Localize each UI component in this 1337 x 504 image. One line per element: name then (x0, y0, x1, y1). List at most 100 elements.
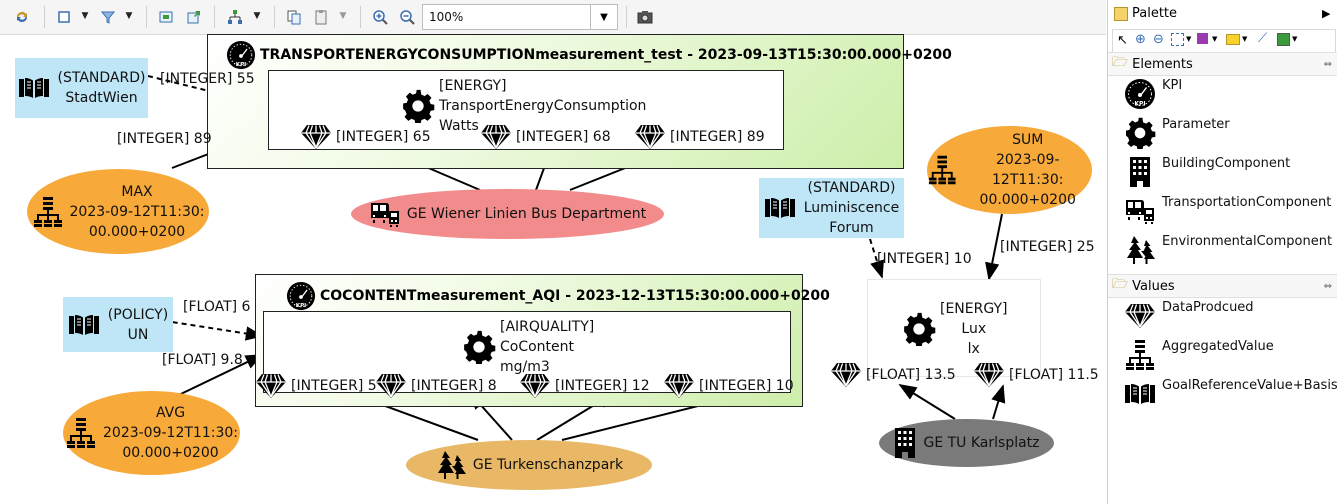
diamond-icon (300, 124, 332, 150)
palette-item-transportation[interactable]: TransportationComponent (1124, 195, 1331, 227)
kpi-icon (286, 281, 316, 311)
value-node[interactable]: [INTEGER] 10 (663, 373, 794, 399)
component-park[interactable]: GE Turkenschanzpark (406, 440, 652, 490)
zoom-select[interactable]: 100% ▼ (422, 4, 618, 30)
edge-label: [INTEGER] 55 (160, 71, 255, 87)
zoom-in-icon[interactable]: ⊕ (1135, 32, 1146, 47)
connection-icon[interactable] (1197, 33, 1208, 44)
note-icon[interactable] (1226, 34, 1240, 45)
palette-section-elements[interactable]: 🗁 Elements ⇔ (1108, 52, 1337, 76)
layout-icon[interactable] (225, 7, 245, 27)
edge-tu-v135 (898, 384, 956, 420)
link-icon[interactable]: ⟋ (1258, 31, 1268, 46)
refresh-icon[interactable] (12, 7, 32, 27)
style-icon[interactable] (1277, 33, 1290, 46)
marquee-dropdown-icon[interactable]: ▼ (1186, 35, 1192, 43)
copy-format-icon[interactable] (284, 7, 304, 27)
export-image-icon[interactable] (184, 7, 204, 27)
hierarchy-icon (32, 196, 64, 228)
diamond-icon (375, 373, 407, 399)
collapse-icon[interactable]: ⇔ (1323, 280, 1332, 292)
parameter-unit: mg/m3 (500, 359, 550, 375)
value-node[interactable]: [FLOAT] 11.5 (973, 362, 1099, 388)
basis-name: StadtWien (65, 90, 138, 106)
parameter-unit: lx (967, 341, 980, 357)
item-label: KPI (1162, 78, 1183, 93)
palette-item-environmental[interactable]: EnvironmentalComponent (1124, 234, 1332, 266)
value-label: [INTEGER] 89 (670, 129, 765, 145)
value-node[interactable]: [INTEGER] 12 (519, 373, 650, 399)
paste-dropdown-icon[interactable]: ▼ (339, 11, 347, 21)
parameter-node[interactable]: [ENERGY] TransportEnergyConsumption Watt… (268, 70, 784, 150)
palette-item-kpi[interactable]: KPI (1124, 78, 1182, 110)
value-label: [INTEGER] 8 (411, 378, 497, 394)
basis-stadtwien[interactable]: (STANDARD) StadtWien (15, 58, 148, 118)
value-node[interactable]: [INTEGER] 68 (480, 124, 611, 150)
aggregate-sum[interactable]: SUM 2023-09-12T11:30: 00.000+0200 (927, 126, 1092, 214)
building-icon (893, 427, 917, 459)
connection-dropdown-icon[interactable]: ▼ (1212, 35, 1218, 43)
component-tu[interactable]: GE TU Karlsplatz (879, 419, 1054, 467)
aggregate-time: 2023-09-12T11:30: (103, 425, 238, 441)
chevron-right-icon[interactable]: ▶ (1322, 7, 1331, 20)
tree-icon (435, 449, 467, 481)
layout-dropdown-icon[interactable]: ▼ (253, 11, 261, 21)
collapse-icon[interactable]: ⇔ (1323, 58, 1332, 70)
item-label: EnvironmentalComponent (1162, 234, 1333, 249)
basis-un[interactable]: (POLICY) UN (63, 297, 173, 352)
hierarchy-icon (927, 154, 957, 186)
select-dropdown-icon[interactable]: ▼ (81, 11, 89, 21)
palette-section-values[interactable]: 🗁 Values ⇔ (1108, 274, 1337, 298)
select-all-icon[interactable] (54, 7, 74, 27)
marquee-icon[interactable] (1171, 33, 1184, 46)
folder-icon: 🗁 (1112, 277, 1129, 292)
zoom-out-icon[interactable] (397, 7, 417, 27)
palette-item-dataproduced[interactable]: DataProdcued (1124, 300, 1254, 332)
palette-title: Palette (1132, 6, 1178, 21)
bus-icon (1124, 195, 1156, 227)
diamond-icon (634, 124, 666, 150)
palette-item-parameter[interactable]: Parameter (1124, 117, 1230, 149)
basis-luminiscence[interactable]: (STANDARD) Luminiscence Forum (759, 178, 904, 238)
palette-item-building[interactable]: BuildingComponent (1124, 156, 1290, 188)
section-label: Elements (1132, 56, 1193, 72)
zoom-in-icon[interactable] (370, 7, 390, 27)
basis-name-2: Forum (829, 220, 874, 236)
kpi-transport-energy[interactable]: TRANSPORTENERGYCONSUMPTIONmeasurement_te… (207, 34, 952, 169)
aggregate-avg[interactable]: AVG 2023-09-12T11:30: 00.000+0200 (63, 391, 240, 475)
pointer-icon[interactable]: ↖ (1117, 33, 1128, 48)
component-name: GE Wiener Linien Bus Department (406, 206, 647, 222)
value-node[interactable]: [INTEGER] 89 (634, 124, 765, 150)
filter-icon[interactable] (98, 7, 118, 27)
camera-icon[interactable] (635, 7, 655, 27)
edge-label: [INTEGER] 10 (877, 251, 972, 267)
value-label: [FLOAT] 11.5 (1009, 367, 1099, 383)
palette-item-goalreference[interactable]: GoalReferenceValue+Basis (1124, 378, 1337, 410)
section-label: Values (1132, 278, 1175, 294)
component-bus[interactable]: GE Wiener Linien Bus Department (351, 189, 664, 239)
export-icon[interactable] (156, 7, 176, 27)
value-node[interactable]: [FLOAT] 13.5 (830, 362, 956, 388)
value-node[interactable]: [INTEGER] 65 (300, 124, 431, 150)
value-label: [INTEGER] 65 (336, 129, 431, 145)
item-label: GoalReferenceValue+Basis (1162, 378, 1337, 393)
note-dropdown-icon[interactable]: ▼ (1242, 35, 1248, 43)
value-label: [INTEGER] 5 (291, 378, 377, 394)
style-dropdown-icon[interactable]: ▼ (1292, 35, 1298, 43)
basis-name: Luminiscence (803, 200, 900, 216)
parameter-node-lux[interactable]: [ENERGY] Lux lx (867, 279, 1041, 377)
chevron-down-icon[interactable]: ▼ (590, 5, 617, 29)
gear-icon (462, 330, 496, 364)
aggregate-max[interactable]: MAX 2023-09-12T11:30: 00.000+0200 (27, 169, 209, 254)
palette-item-aggregated[interactable]: AggregatedValue (1124, 339, 1274, 371)
zoom-out-icon[interactable]: ⊖ (1153, 32, 1164, 47)
value-node[interactable]: [INTEGER] 8 (375, 373, 497, 399)
kpi-title: TRANSPORTENERGYCONSUMPTIONmeasurement_te… (260, 47, 952, 63)
filter-dropdown-icon[interactable]: ▼ (125, 11, 133, 21)
paste-format-icon[interactable] (311, 7, 331, 27)
parameter-category: [AIRQUALITY] (500, 319, 595, 335)
value-node[interactable]: [INTEGER] 5 (255, 373, 377, 399)
diamond-icon (830, 362, 862, 388)
book-icon (68, 313, 100, 337)
parameter-category: [ENERGY] (940, 301, 1008, 317)
